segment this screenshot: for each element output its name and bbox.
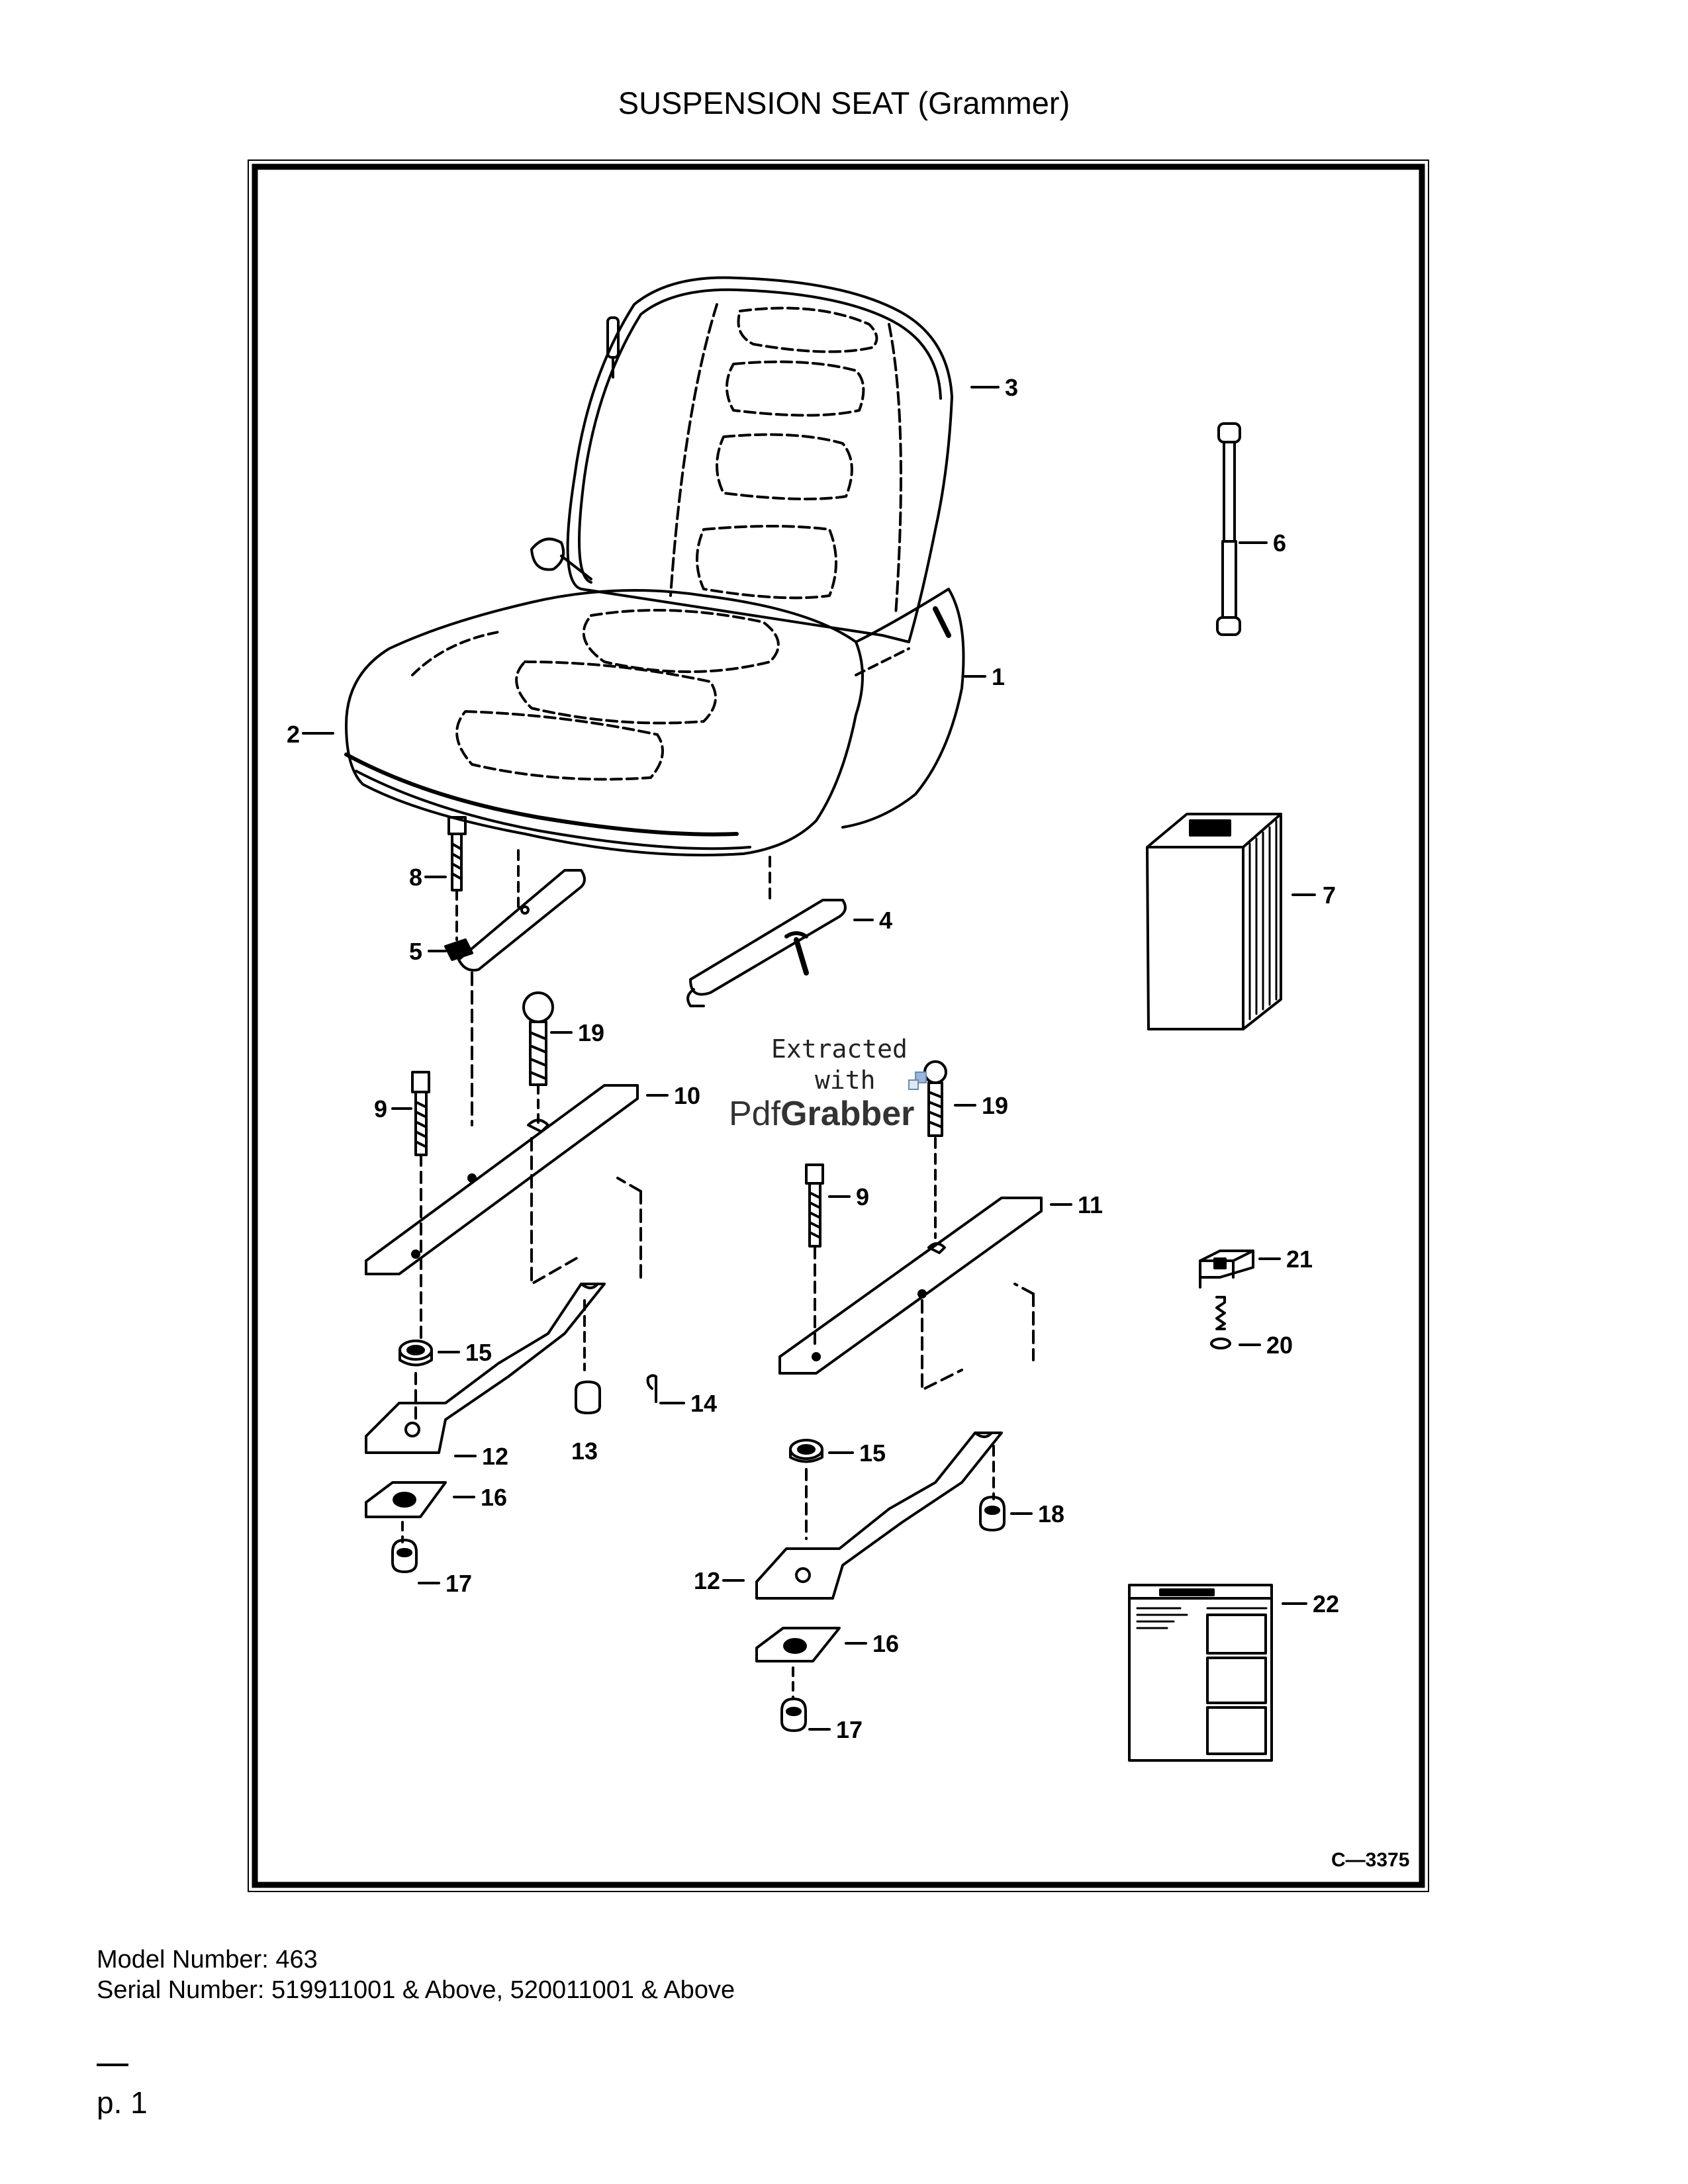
diagram-inner-border xyxy=(252,163,1425,1888)
callout-16-right: 16 xyxy=(872,1630,899,1657)
left-suspension-stack xyxy=(365,991,657,1573)
callout-1: 1 xyxy=(992,663,1005,690)
callout-9-left: 9 xyxy=(374,1095,387,1122)
callout-19-left: 19 xyxy=(578,1019,604,1046)
diagram-outer-border xyxy=(248,159,1429,1892)
callout-21: 21 xyxy=(1286,1246,1313,1273)
gas-spring-part xyxy=(1216,422,1241,636)
watermark-brand-grabber: Grabber xyxy=(780,1095,914,1133)
pdfgrabber-watermark: Extracted with PdfGrabber xyxy=(729,1034,927,1133)
watermark-brand-pdf: Pdf xyxy=(729,1095,781,1133)
model-number: Model Number: 463 xyxy=(97,1946,318,1974)
callout-5: 5 xyxy=(409,938,422,965)
seat-cover-box-part xyxy=(1146,813,1282,1030)
page-title: SUSPENSION SEAT (Grammer) xyxy=(618,85,1070,120)
callout-19-right: 19 xyxy=(982,1092,1008,1119)
callout-9-right: 9 xyxy=(856,1183,869,1210)
serial-number: Serial Number: 519911001 & Above, 520011… xyxy=(97,1976,735,2004)
seat-assembly xyxy=(344,276,965,856)
callout-15-left: 15 xyxy=(465,1339,492,1366)
switch-and-screw xyxy=(1199,1250,1254,1349)
callout-8: 8 xyxy=(409,864,422,891)
callout-12-left: 12 xyxy=(482,1443,508,1470)
decal-part xyxy=(1128,1584,1273,1762)
callout-16-left: 16 xyxy=(481,1484,507,1511)
callout-6: 6 xyxy=(1273,529,1286,557)
callout-7: 7 xyxy=(1323,882,1336,909)
callout-15-right: 15 xyxy=(859,1439,886,1467)
leader-lines xyxy=(302,386,1316,1731)
callout-2: 2 xyxy=(287,721,300,748)
callout-12-right: 12 xyxy=(694,1567,720,1594)
watermark-line-with: with xyxy=(815,1066,876,1095)
callout-22: 22 xyxy=(1313,1590,1339,1617)
parts-diagram: 1 2 3 4 5 6 7 8 9 9 10 11 12 12 13 14 15… xyxy=(247,159,1430,1893)
callout-17-left: 17 xyxy=(445,1570,472,1597)
svg-text:PdfGrabber: PdfGrabber xyxy=(729,1095,914,1133)
seat-rails xyxy=(444,816,847,1126)
figure-code: C—3375 xyxy=(1331,1849,1409,1871)
callout-3: 3 xyxy=(1005,374,1018,401)
right-suspension-stack xyxy=(755,1060,1043,1732)
page-number-rule xyxy=(97,2064,128,2066)
callout-11: 11 xyxy=(1078,1191,1103,1218)
callout-13: 13 xyxy=(571,1437,598,1465)
page-number: p. 1 xyxy=(97,2085,148,2120)
callout-4: 4 xyxy=(879,907,892,934)
callout-17-right: 17 xyxy=(836,1716,863,1743)
callout-14: 14 xyxy=(690,1390,717,1417)
callout-10: 10 xyxy=(674,1082,700,1109)
watermark-line-extracted: Extracted xyxy=(771,1034,908,1064)
callout-18: 18 xyxy=(1038,1500,1064,1527)
callout-20: 20 xyxy=(1266,1332,1293,1359)
